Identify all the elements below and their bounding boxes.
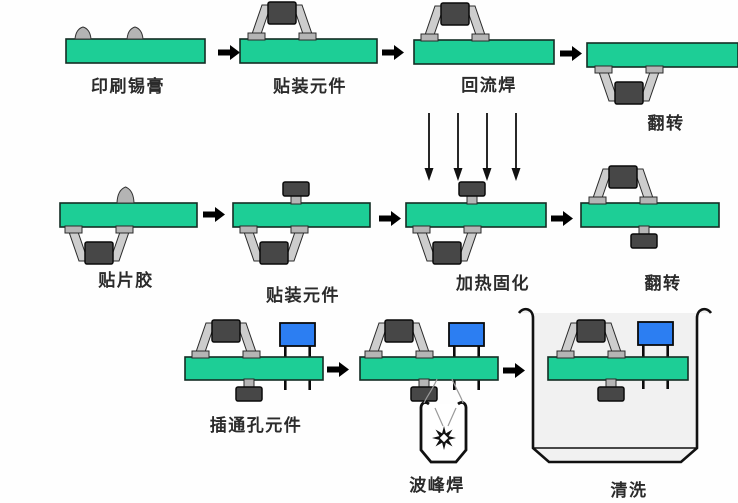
flow-arrow-icon [551, 211, 573, 226]
step-insert-through-hole [184, 319, 324, 402]
chip-component-icon [630, 225, 658, 249]
pcb-board [359, 356, 499, 381]
pcb-board [580, 202, 720, 228]
step-label-through-hole: 插通孔元件 [209, 416, 303, 435]
solder-flow-line [447, 407, 457, 427]
step-wave-solder [359, 319, 499, 464]
chip-component-icon [282, 181, 310, 205]
step-place-components-top [239, 1, 378, 64]
smd-component-icon [420, 2, 490, 42]
heat-arrow-icon [481, 112, 493, 182]
step-label-clean: 清洗 [610, 481, 648, 500]
step-flip-board-2 [580, 165, 720, 249]
smd-component-icon [247, 1, 317, 41]
smd-component-icon [64, 225, 134, 265]
step-label-flip-1: 翻转 [647, 114, 685, 133]
solder-wave-center [439, 433, 449, 443]
pcb-board [59, 202, 198, 228]
pcb-board [232, 202, 371, 228]
solder-paste-bump [74, 26, 92, 40]
step-label-adhesive: 贴片胶 [98, 271, 154, 290]
heat-arrow-icon [423, 112, 435, 182]
smd-component-icon [412, 225, 482, 265]
flow-arrow-icon [382, 45, 404, 60]
step-label-reflow: 回流焊 [461, 76, 517, 95]
chip-component-icon [410, 378, 438, 402]
step-apply-adhesive [59, 186, 198, 265]
flow-arrow-icon [203, 207, 225, 222]
flow-arrow-icon [218, 45, 240, 60]
step-place-components-bottom [232, 181, 371, 265]
pcb-board [586, 42, 738, 68]
step-label-place-1: 贴装元件 [273, 77, 347, 96]
step-label-wave-solder: 波峰焊 [409, 476, 465, 495]
smd-component-icon [594, 65, 664, 105]
flow-arrow-icon [560, 46, 582, 61]
heat-arrow-icon [510, 112, 522, 182]
step-label-flip-2: 翻转 [644, 274, 682, 293]
step-flip-board-1 [586, 42, 738, 105]
smd-component-icon [588, 165, 658, 205]
flow-arrow-icon [327, 362, 349, 377]
pcb-board [239, 38, 378, 64]
step-label-heat-cure: 加热固化 [456, 274, 530, 293]
chip-component-icon [458, 181, 486, 205]
solder-paste-bump [126, 26, 144, 40]
step-reflow-solder [413, 2, 555, 65]
step-label-place-2: 贴装元件 [266, 286, 340, 305]
solder-flow-line [451, 378, 464, 404]
step-label-print-paste: 印刷锡膏 [91, 77, 165, 96]
chip-component-icon [235, 378, 263, 402]
adhesive-dot [116, 186, 135, 204]
pcb-board [413, 39, 555, 65]
pcb-board [65, 38, 206, 64]
heat-arrow-icon [452, 112, 464, 182]
flow-arrow-icon [503, 363, 525, 378]
smd-component-icon [364, 319, 434, 359]
solder-flow-line [423, 378, 438, 404]
flow-arrow-icon [379, 211, 401, 226]
solder-flow-line [434, 407, 444, 427]
step-heat-cure [405, 112, 547, 265]
step-print-solder-paste [65, 26, 206, 64]
pcb-board [405, 202, 547, 228]
pcb-board [184, 356, 324, 381]
smd-component-icon [191, 319, 261, 359]
step-clean [517, 307, 713, 464]
smd-component-icon [239, 225, 309, 265]
pcb-board [547, 356, 689, 381]
